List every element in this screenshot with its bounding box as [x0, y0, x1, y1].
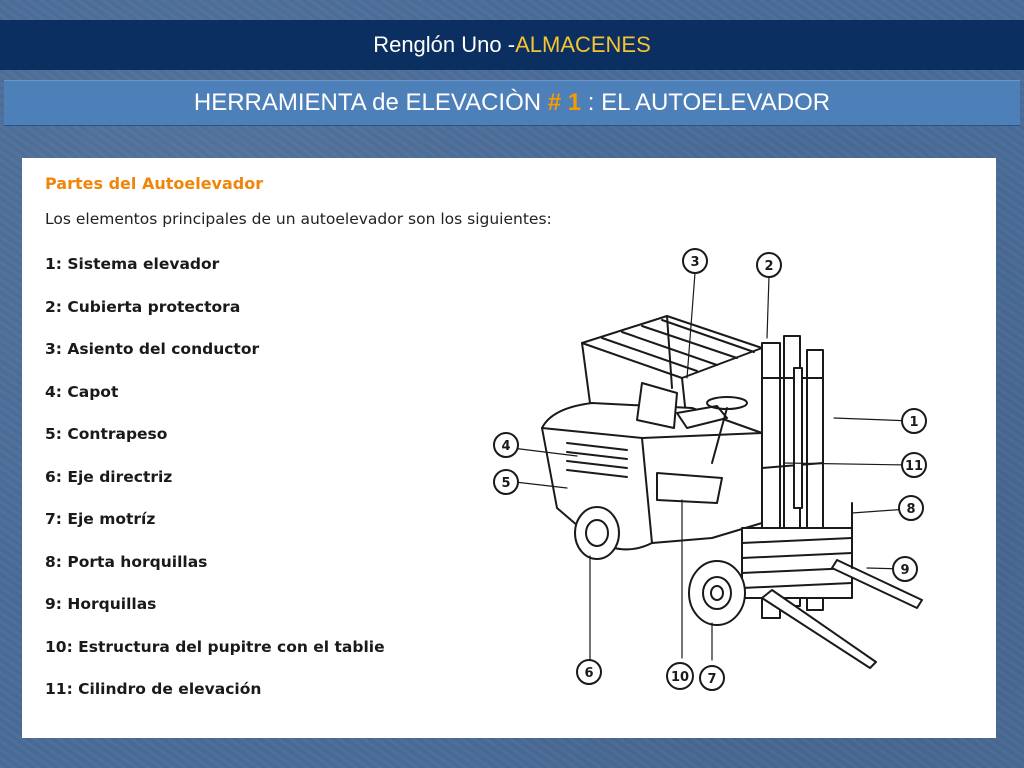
list-item: 10: Estructura del pupitre con el tablie — [45, 637, 385, 656]
panel-heading: Partes del Autoelevador — [45, 174, 264, 193]
callout-3: 3 — [682, 248, 708, 274]
list-item: 8: Porta horquillas — [45, 552, 208, 571]
svg-text:8: 8 — [906, 502, 915, 517]
callout-4: 4 — [493, 432, 519, 458]
svg-text:2: 2 — [764, 259, 773, 274]
list-item: 2: Cubierta protectora — [45, 297, 241, 316]
list-item: 6: Eje directriz — [45, 467, 173, 486]
subtitle-prefix: HERRAMIENTA de ELEVACIÒN — [193, 89, 548, 116]
callout-2: 2 — [756, 252, 782, 278]
svg-text:7: 7 — [707, 672, 716, 687]
panel-intro: Los elementos principales de un autoelev… — [45, 210, 552, 228]
parts-list: 1: Sistema elevador 2: Cubierta protecto… — [45, 252, 465, 720]
callout-1: 1 — [901, 408, 927, 434]
svg-text:6: 6 — [584, 666, 593, 681]
svg-text:9: 9 — [900, 563, 909, 578]
mast-drawing — [741, 335, 923, 669]
svg-text:11: 11 — [905, 459, 923, 474]
content-panel: Partes del Autoelevador Los elementos pr… — [22, 158, 996, 738]
list-item: 1: Sistema elevador — [45, 255, 220, 273]
callout-8: 8 — [898, 495, 924, 521]
callout-6: 6 — [576, 659, 602, 685]
slide-title-accent: ALMACENES — [515, 32, 651, 57]
body-drawing — [541, 382, 763, 551]
svg-text:10: 10 — [671, 670, 689, 685]
slide-title: Renglón Uno - ALMACENES — [0, 20, 1024, 70]
slide-subtitle: HERRAMIENTA de ELEVACIÒN # 1 : EL AUTOEL… — [4, 80, 1020, 126]
callout-9: 9 — [892, 556, 918, 582]
svg-text:3: 3 — [690, 255, 699, 270]
list-item: 11: Cilindro de elevación — [45, 680, 262, 698]
callout-10: 10 — [666, 662, 694, 690]
leader-lines — [511, 272, 913, 662]
list-item: 9: Horquillas — [45, 595, 157, 613]
subtitle-number: # 1 — [547, 89, 582, 116]
callout-7: 7 — [699, 665, 725, 691]
subtitle-suffix: : EL AUTOELEVADOR — [581, 89, 831, 116]
slide-title-prefix: Renglón Uno - — [373, 32, 516, 57]
forklift-diagram: 3 2 1 11 4 5 8 9 6 10 7 — [493, 248, 927, 691]
list-item: 4: Capot — [45, 382, 119, 401]
svg-text:4: 4 — [501, 439, 510, 454]
list-item: 7: Eje motríz — [45, 510, 156, 528]
list-item: 3: Asiento del conductor — [45, 340, 260, 358]
callout-group: 3 2 1 11 4 5 8 9 6 10 7 — [493, 248, 927, 691]
callout-5: 5 — [493, 469, 519, 495]
svg-text:5: 5 — [501, 476, 510, 491]
list-item: 5: Contrapeso — [45, 425, 168, 443]
wheels-drawing — [574, 506, 746, 626]
callout-11: 11 — [901, 452, 927, 478]
svg-text:1: 1 — [909, 415, 918, 430]
